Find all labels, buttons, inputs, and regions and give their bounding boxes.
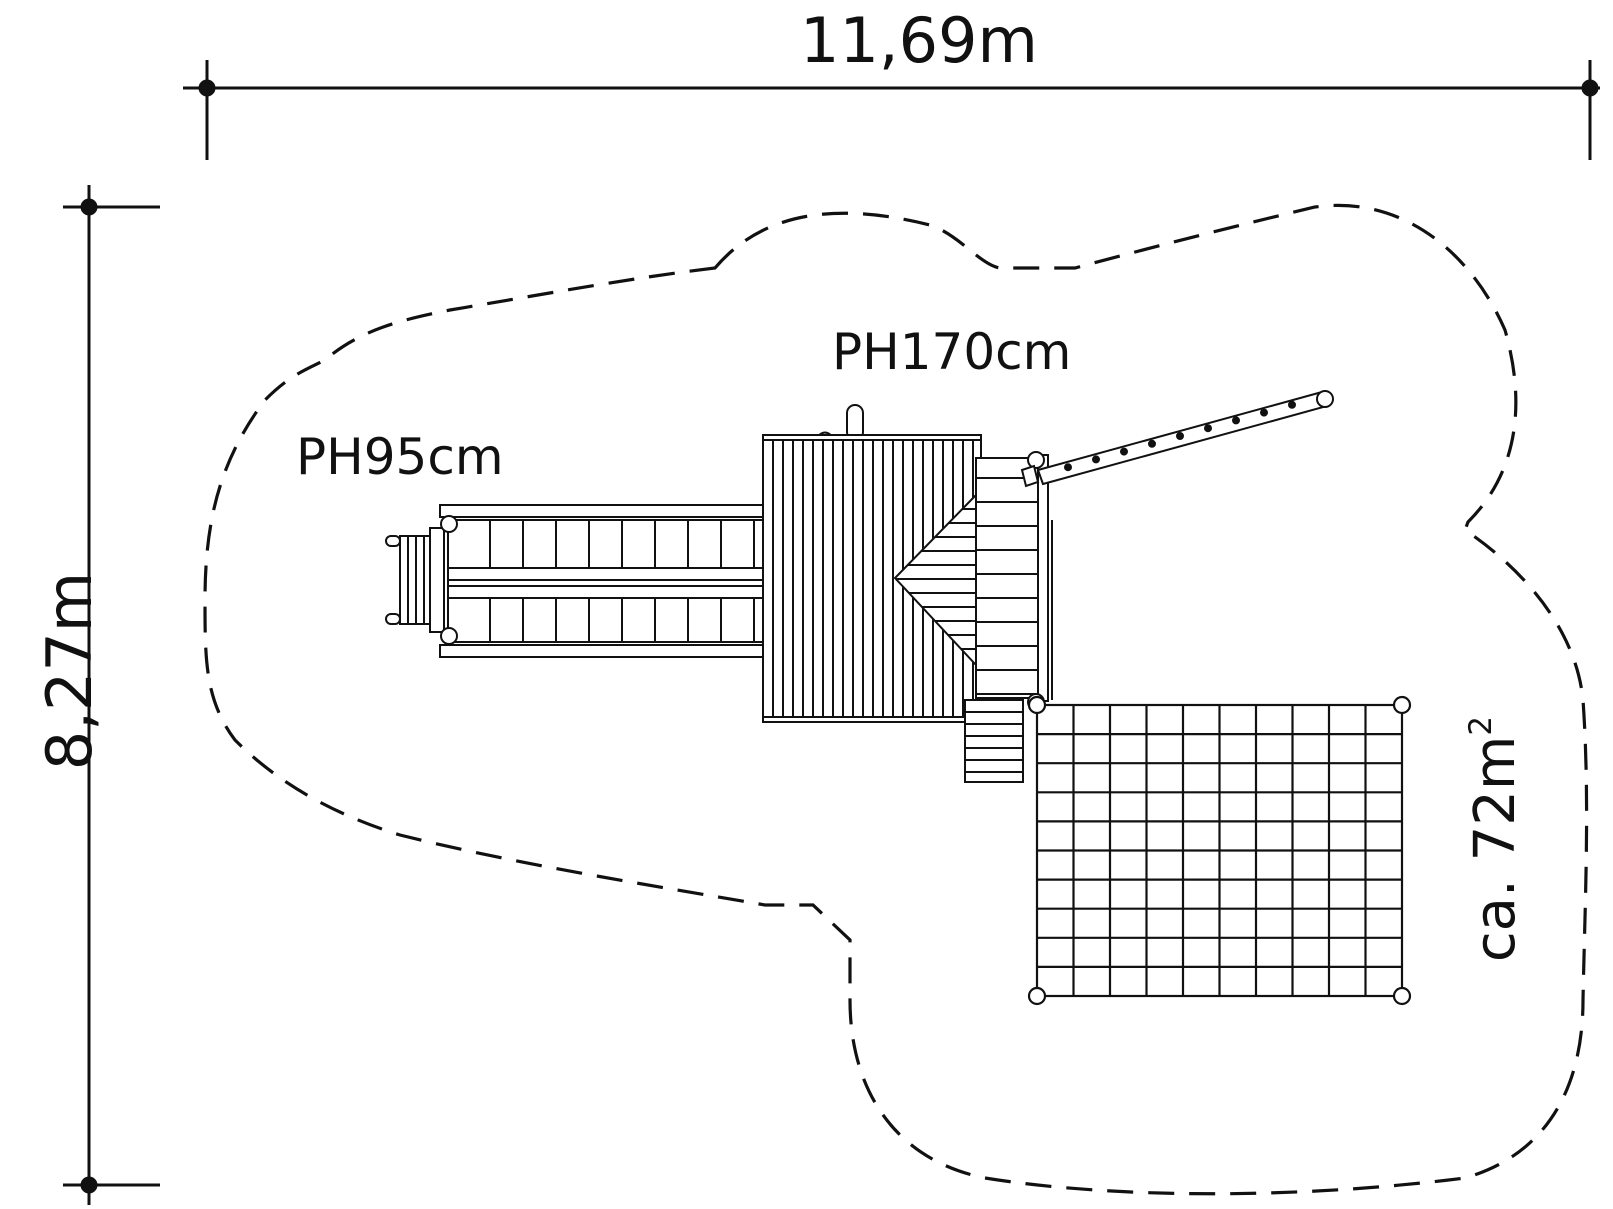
side-deck (893, 451, 1053, 783)
height-dimension-label: 8,27m (33, 571, 106, 771)
tower-roof (762, 404, 982, 723)
safety-zone-outline (203, 203, 1589, 1196)
width-dimension-label: 11,69m (800, 4, 1038, 77)
low-platform-height-label: PH95cm (296, 428, 504, 486)
height-dimension-line (63, 185, 160, 1205)
monkey-bars (1020, 390, 1334, 488)
high-platform-height-label: PH170cm (832, 323, 1072, 381)
area-exponent: 2 (1462, 715, 1499, 736)
area-label: ca. 72m2 (1462, 699, 1528, 979)
low-platform-bridge (385, 504, 769, 658)
width-dimension-line (183, 60, 1600, 160)
climbing-net (1027, 695, 1412, 1006)
area-value: ca. 72m (1463, 735, 1529, 963)
